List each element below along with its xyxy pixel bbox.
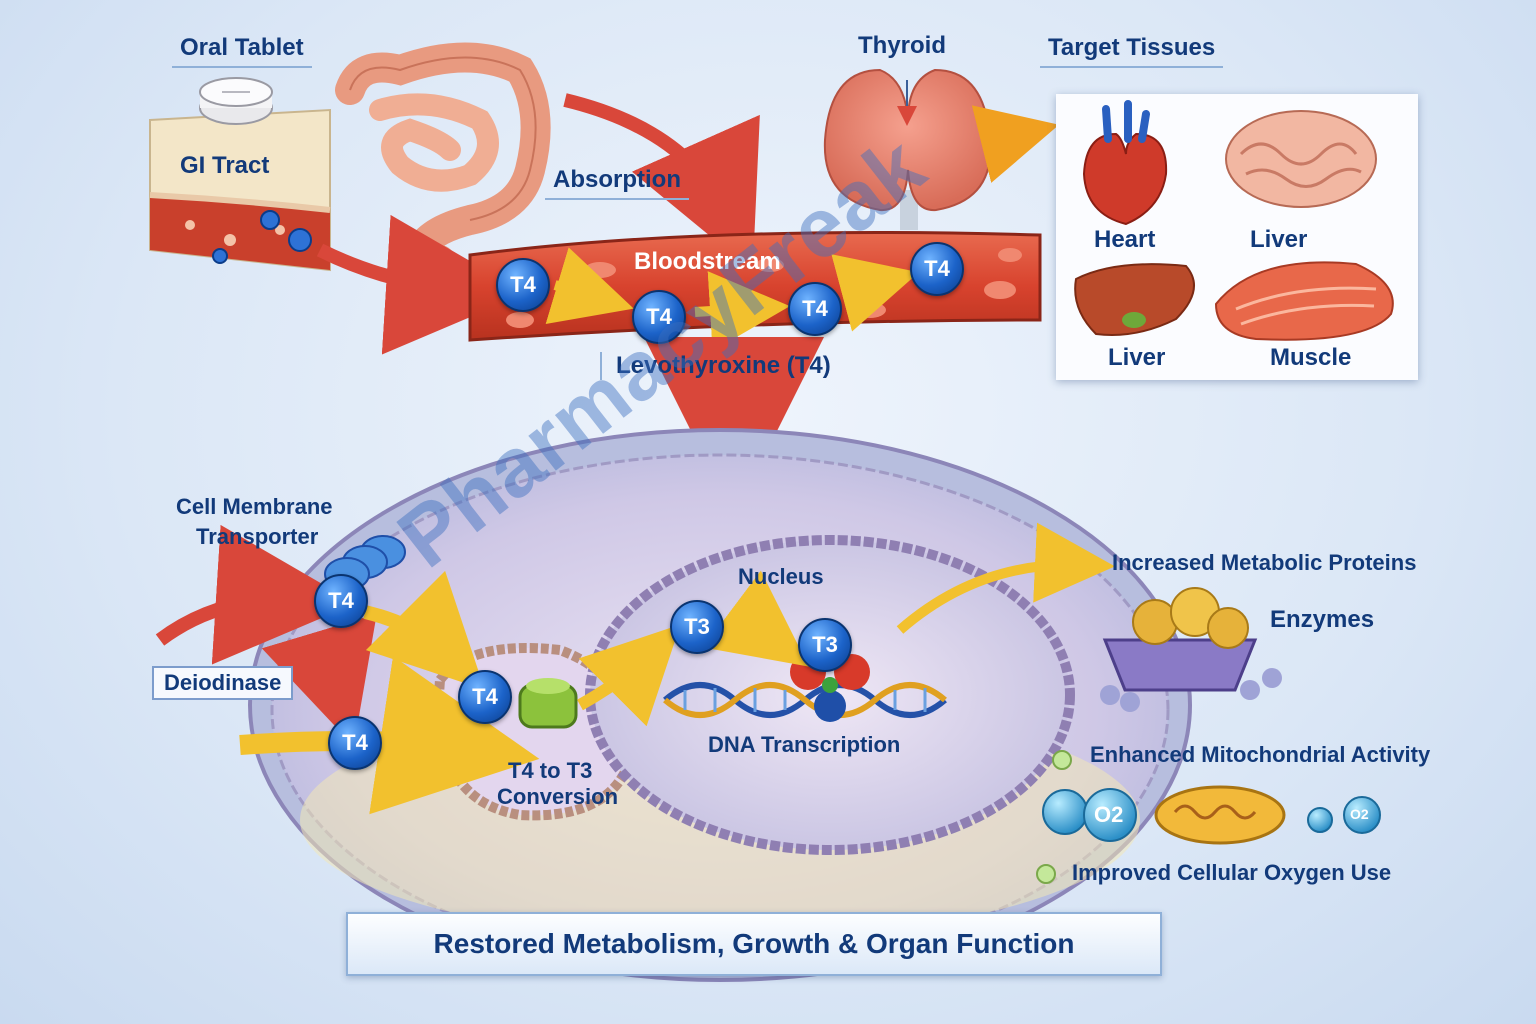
liver-icon (1074, 263, 1195, 336)
target-tissues-label: Target Tissues (1040, 34, 1224, 68)
conversion-label-2: Conversion (497, 784, 619, 809)
enzymes-label: Enzymes (1270, 606, 1375, 633)
transport-arrow (363, 570, 485, 690)
heart-icon (1082, 100, 1168, 226)
deiodinase-label: Deiodinase (152, 666, 294, 700)
conversion-label-1: T4 to T3 (508, 758, 593, 783)
mitochondria-icon (1154, 785, 1286, 845)
thyroid-to-tissues-arrow (971, 105, 1060, 183)
levothyroxine-label: Levothyroxine (T4) (600, 352, 831, 380)
tissue-label-muscle: Muscle (1270, 344, 1352, 371)
t4-badge: T4 (788, 282, 842, 336)
dna-helix-icon (663, 682, 947, 718)
thyroid-label: Thyroid (858, 32, 946, 59)
t3-badge: T3 (670, 600, 724, 654)
t4-badge: T4 (458, 670, 512, 724)
tissue-illustrations (1074, 100, 1394, 341)
deiodinase-enzyme-icon (518, 678, 578, 729)
tablet-icon (199, 77, 273, 125)
tissue-label-liver: Liver (1108, 344, 1166, 371)
brain-icon (1225, 110, 1377, 208)
absorption-label: Absorption (545, 166, 689, 200)
absorption-arrow (563, 93, 760, 272)
thyroid-icon (823, 68, 992, 230)
o2-label: O2 (1350, 806, 1369, 822)
o2-label: O2 (1094, 802, 1124, 827)
t4-badge: T4 (910, 242, 964, 296)
summary-banner: Restored Metabolism, Growth & Organ Func… (346, 912, 1162, 976)
tissue-label-heart: Heart (1094, 226, 1156, 253)
output-arrow (896, 522, 1115, 634)
gi-tract-illustration (149, 108, 331, 272)
oral-tablet-label: Oral Tablet (172, 34, 312, 68)
enhanced-mito-label: Enhanced Mitochondrial Activity (1090, 742, 1431, 767)
intestine-icon (335, 42, 551, 279)
target-tissues-panel (1056, 94, 1418, 380)
gi-tract-label: GI Tract (180, 152, 270, 179)
muscle-icon (1214, 261, 1394, 341)
cell-membrane-label-2: Transporter (196, 524, 319, 549)
conversion-arrow (577, 624, 681, 727)
summary-banner-text: Restored Metabolism, Growth & Organ Func… (433, 928, 1075, 959)
enzymes-icon (1100, 587, 1282, 712)
tissue-label-brain: Liver (1250, 226, 1308, 253)
oxygen-molecule-icon (1036, 750, 1381, 884)
t4-badge: T4 (496, 258, 550, 312)
bloodstream-label: Bloodstream (634, 248, 781, 275)
blood-flow-arrow (831, 254, 919, 332)
improved-oxygen-label: Improved Cellular Oxygen Use (1072, 860, 1392, 885)
dna-transcription-label: DNA Transcription (708, 732, 901, 757)
t4-badge: T4 (328, 716, 382, 770)
cell-membrane-label-1: Cell Membrane (176, 494, 333, 519)
t4-badge: T4 (632, 290, 686, 344)
t3-to-nucleus-arrow (703, 570, 809, 667)
t3-badge: T3 (798, 618, 852, 672)
entry-arrow (155, 524, 356, 665)
blood-flow-arrow (545, 247, 634, 324)
blood-flow-arrow (694, 271, 790, 351)
nucleus-label: Nucleus (738, 564, 824, 589)
t4-badge: T4 (314, 574, 368, 628)
increased-proteins-label: Increased Metabolic Proteins (1112, 550, 1417, 575)
gi-to-blood-arrow (316, 214, 526, 355)
